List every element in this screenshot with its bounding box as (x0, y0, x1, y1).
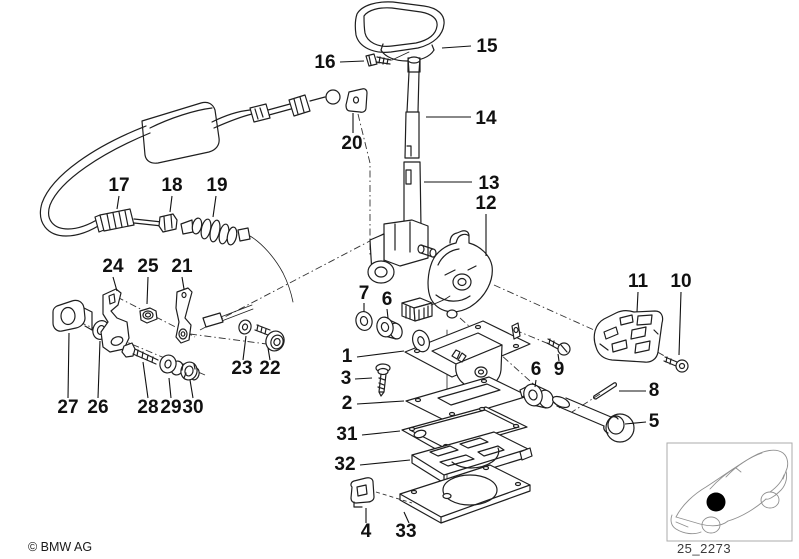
part-9-screw (546, 338, 571, 356)
part-25-nut (139, 307, 158, 324)
callout-6-left[interactable]: 6 (382, 289, 393, 310)
callout-18[interactable]: 18 (161, 175, 182, 196)
part-12-shifting-arm (427, 230, 493, 319)
callout-5[interactable]: 5 (649, 411, 660, 432)
callout-8[interactable]: 8 (649, 380, 660, 401)
part-16-screw (365, 53, 392, 67)
callout-14[interactable]: 14 (475, 108, 497, 129)
location-dot (706, 492, 726, 512)
callout-1[interactable]: 1 (342, 346, 353, 367)
part-lever-housing (367, 219, 437, 284)
car-outline-icon (670, 449, 789, 535)
part-10-screw (663, 356, 689, 373)
callout-4[interactable]: 4 (361, 521, 372, 542)
callout-24[interactable]: 24 (102, 256, 124, 277)
callout-11[interactable]: 11 (628, 271, 649, 292)
callout-22[interactable]: 22 (259, 358, 280, 379)
part-30-nut (180, 361, 200, 381)
callout-27[interactable]: 27 (57, 397, 78, 418)
part-6-bushing-right (523, 383, 554, 409)
part-cable-assembly (39, 88, 368, 237)
part-24-bracket (100, 288, 130, 353)
callout-13[interactable]: 13 (478, 173, 499, 194)
callout-33[interactable]: 33 (395, 521, 416, 542)
part-17-cable-end (94, 208, 163, 233)
part-5-pivot-pin (551, 395, 635, 443)
part-7-washer (355, 310, 373, 332)
callout-9[interactable]: 9 (554, 359, 565, 380)
part-14-lever-upper (404, 56, 421, 159)
assembly-axis-lines (78, 113, 669, 504)
part-28-bolt (121, 342, 159, 365)
part-4-clip (350, 477, 375, 508)
part-switch-connector (401, 295, 451, 322)
part-11-shift-gate (593, 310, 664, 363)
callout-16[interactable]: 16 (314, 52, 335, 73)
callout-29[interactable]: 29 (160, 397, 181, 418)
callout-31[interactable]: 31 (336, 424, 358, 445)
diagram-code: 25_2273 (677, 541, 731, 556)
callout-3[interactable]: 3 (341, 368, 352, 389)
callout-12[interactable]: 12 (475, 193, 496, 214)
callout-32[interactable]: 32 (334, 454, 355, 475)
part-32-shift-gate-frame (411, 431, 533, 484)
callout-26[interactable]: 26 (87, 397, 108, 418)
leader-lines (67, 45, 682, 524)
callout-28[interactable]: 28 (137, 397, 158, 418)
part-19-bellows (180, 217, 294, 328)
callout-15[interactable]: 15 (476, 36, 498, 57)
vehicle-locator-thumbnail: 25_2273 (666, 442, 793, 556)
callout-10[interactable]: 10 (670, 271, 691, 292)
callout-6-right[interactable]: 6 (531, 359, 542, 380)
part-29-bushing (159, 354, 184, 376)
part-6-bushing-left (376, 316, 403, 340)
part-21-bracket (175, 287, 193, 344)
part-27-bushing (52, 299, 93, 332)
callout-25[interactable]: 25 (137, 256, 159, 277)
part-22-bolt (254, 324, 285, 352)
callout-23[interactable]: 23 (231, 358, 252, 379)
part-3-screw (375, 363, 391, 397)
callout-21[interactable]: 21 (171, 256, 193, 277)
callout-labels: 15 16 14 20 13 12 17 18 19 24 25 21 23 2… (57, 36, 691, 542)
callout-17[interactable]: 17 (108, 175, 129, 196)
callout-2[interactable]: 2 (342, 393, 353, 414)
callout-19[interactable]: 19 (206, 175, 227, 196)
callout-7[interactable]: 7 (359, 283, 370, 304)
callout-20[interactable]: 20 (341, 133, 362, 154)
part-1-bearing-frame (404, 320, 531, 389)
callout-30[interactable]: 30 (182, 397, 203, 418)
part-23-washer (238, 319, 252, 335)
copyright-notice: © BMW AG (28, 540, 92, 554)
part-15-shift-knob (354, 1, 445, 73)
part-18-nut (158, 213, 178, 233)
part-8-pin (593, 382, 617, 400)
part-33-base-plate (399, 464, 531, 524)
